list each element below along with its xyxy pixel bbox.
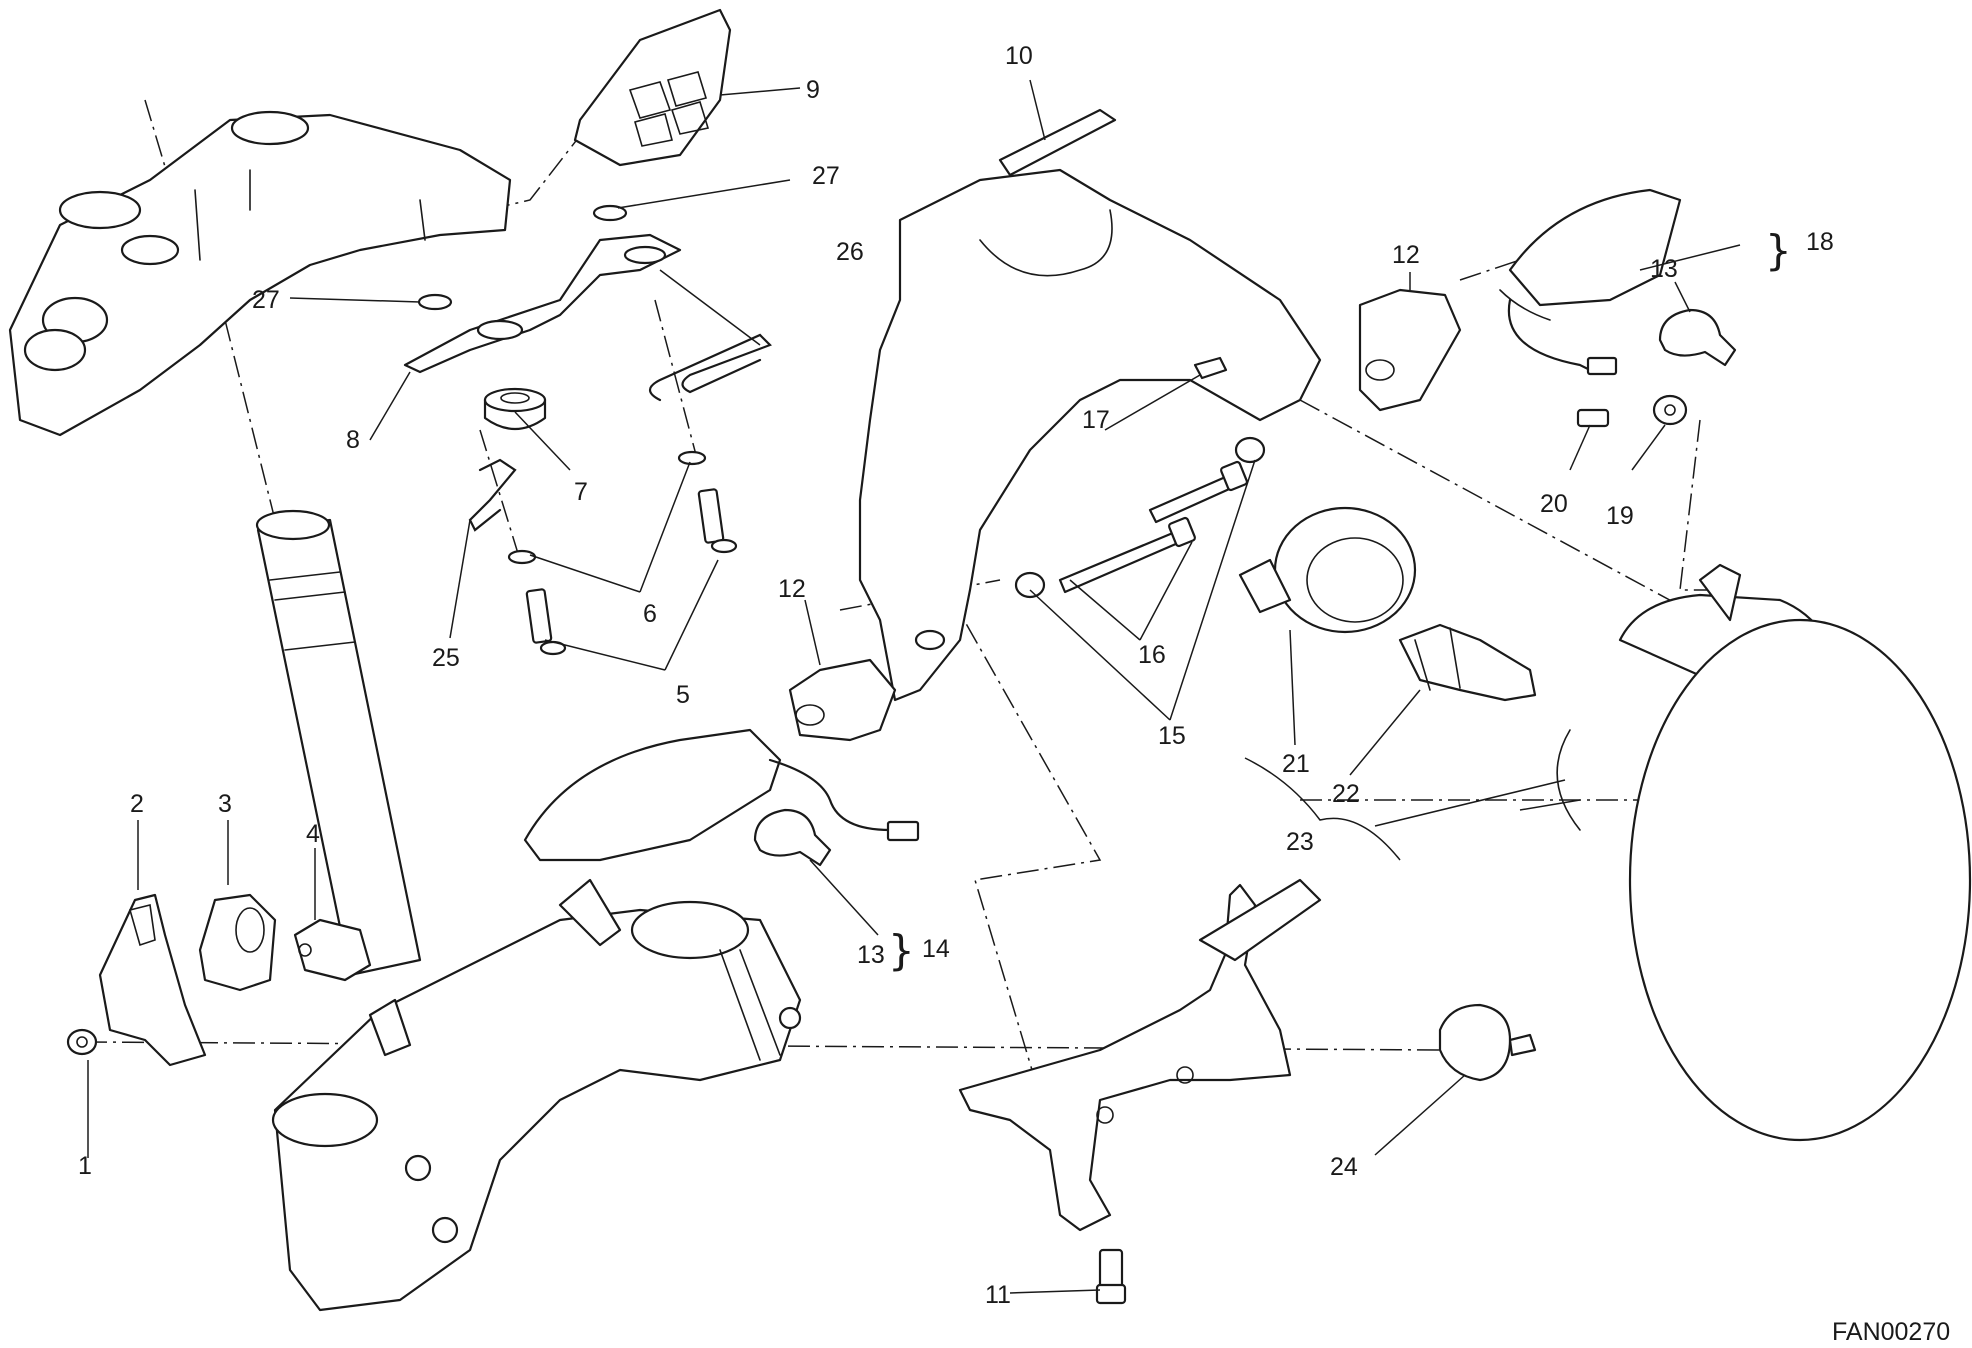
long-screw <box>1058 356 1610 594</box>
callout-22: 22 <box>1332 780 1360 808</box>
spacer-washer <box>1014 394 1688 599</box>
upper-triple-clamp <box>8 110 512 437</box>
callout-26: 26 <box>836 238 864 266</box>
callout-14: 14 <box>922 935 950 963</box>
callout-15: 15 <box>1158 722 1186 750</box>
washer <box>417 204 628 311</box>
lower-triple-clamp <box>271 878 802 1312</box>
callout-21: 21 <box>1282 750 1310 778</box>
rubber-grommet <box>483 387 547 430</box>
rubber-boot <box>198 893 277 992</box>
callout-27-right: 27 <box>812 162 840 190</box>
headlight-fairing <box>858 108 1322 702</box>
callout-2: 2 <box>130 790 144 818</box>
callout-1: 1 <box>78 1152 92 1180</box>
callout-17: 17 <box>1082 406 1110 434</box>
steering-stem <box>255 509 422 977</box>
rubber-bumper <box>1438 1003 1537 1082</box>
callout-6: 6 <box>643 600 657 628</box>
brace-23 <box>1244 757 1401 861</box>
callout-7: 7 <box>574 478 588 506</box>
screw <box>525 488 738 656</box>
callout-16: 16 <box>1138 641 1166 669</box>
mounting-bolt <box>1095 1248 1127 1305</box>
mount-bracket <box>403 233 682 374</box>
callout-18: 18 <box>1806 228 1834 256</box>
callout-27-left: 27 <box>252 286 280 314</box>
callout-10: 10 <box>1005 42 1033 70</box>
callout-19: 19 <box>1606 502 1634 530</box>
callout-9: 9 <box>806 76 820 104</box>
left-turn-signal <box>523 728 920 862</box>
brace-18: } <box>1765 226 1792 275</box>
bulb <box>753 308 1737 867</box>
leader-lines <box>87 79 1741 1294</box>
cable-guide-bracket <box>98 893 207 1067</box>
right-turn-signal <box>1499 188 1682 376</box>
spring-clip <box>648 333 772 402</box>
brace-14: } <box>888 926 915 975</box>
grouping-braces: } } <box>888 226 1792 975</box>
callout-12-lower: 12 <box>778 575 806 603</box>
callout-13-upper: 13 <box>1650 255 1678 283</box>
callout-3: 3 <box>218 790 232 818</box>
callout-5: 5 <box>676 681 690 709</box>
callout-11: 11 <box>985 1281 1011 1309</box>
nut <box>66 1028 98 1056</box>
drawing-code: FAN00270 <box>1832 1318 1950 1346</box>
headlight-housing <box>1556 563 1972 1142</box>
headlight-ring <box>1238 506 1417 634</box>
bulb-socket <box>788 288 1462 742</box>
callout-20: 20 <box>1540 490 1568 518</box>
small-washer <box>507 450 707 565</box>
lower-bracket <box>958 878 1322 1232</box>
callout-4: 4 <box>306 820 320 848</box>
callout-labels: 1 2 3 4 5 6 7 8 9 10 11 12 12 13 13 14 1… <box>78 42 1834 1309</box>
wire-clip <box>468 458 517 532</box>
ignition-connector <box>293 918 372 982</box>
connector-block <box>573 8 732 167</box>
callout-13-lower: 13 <box>857 941 885 969</box>
callout-23: 23 <box>1286 828 1314 856</box>
callout-25: 25 <box>432 644 460 672</box>
callout-24: 24 <box>1330 1153 1358 1181</box>
callout-8: 8 <box>346 426 360 454</box>
headlight-bulb <box>1398 623 1537 702</box>
callout-12-upper: 12 <box>1392 241 1420 269</box>
